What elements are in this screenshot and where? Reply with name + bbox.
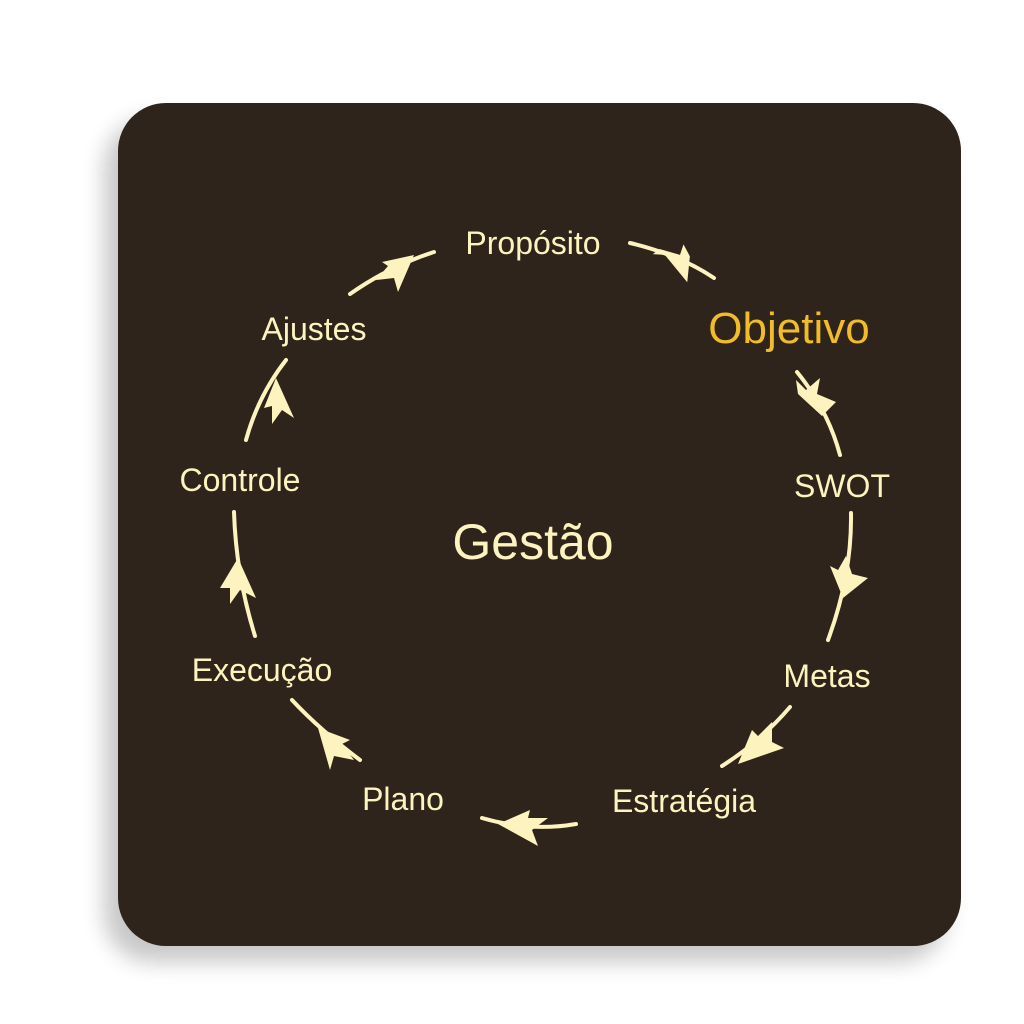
arrow-execucao-controle (220, 510, 257, 638)
arrow-estrategia-plano (480, 810, 578, 846)
stage-label-execucao: Execução (192, 652, 333, 688)
diagram-card (118, 103, 961, 946)
arrow-metas-estrategia (720, 705, 792, 768)
stage-label-ajustes: Ajustes (262, 311, 367, 347)
stage-label-swot: SWOT (794, 468, 890, 504)
stage-label-plano: Plano (362, 781, 444, 817)
stage-label-metas: Metas (783, 658, 870, 694)
stage-label-estrategia: Estratégia (612, 783, 756, 819)
arrow-objetivo-swot (795, 370, 842, 457)
arrow-plano-execucao (290, 698, 362, 770)
stage-labels: Propósito Objetivo SWOT Metas Estratégia… (180, 225, 890, 819)
stage-label-objetivo: Objetivo (708, 304, 869, 353)
stage-label-controle: Controle (180, 462, 301, 498)
arrow-swot-metas (826, 511, 868, 642)
cycle-arrows (220, 241, 868, 846)
arrow-controle-ajustes (244, 358, 294, 442)
center-label: Gestão (452, 514, 613, 570)
arrow-ajustes-proposito (348, 250, 436, 296)
stage-label-proposito: Propósito (465, 225, 600, 261)
arrow-proposito-objetivo (628, 241, 716, 283)
